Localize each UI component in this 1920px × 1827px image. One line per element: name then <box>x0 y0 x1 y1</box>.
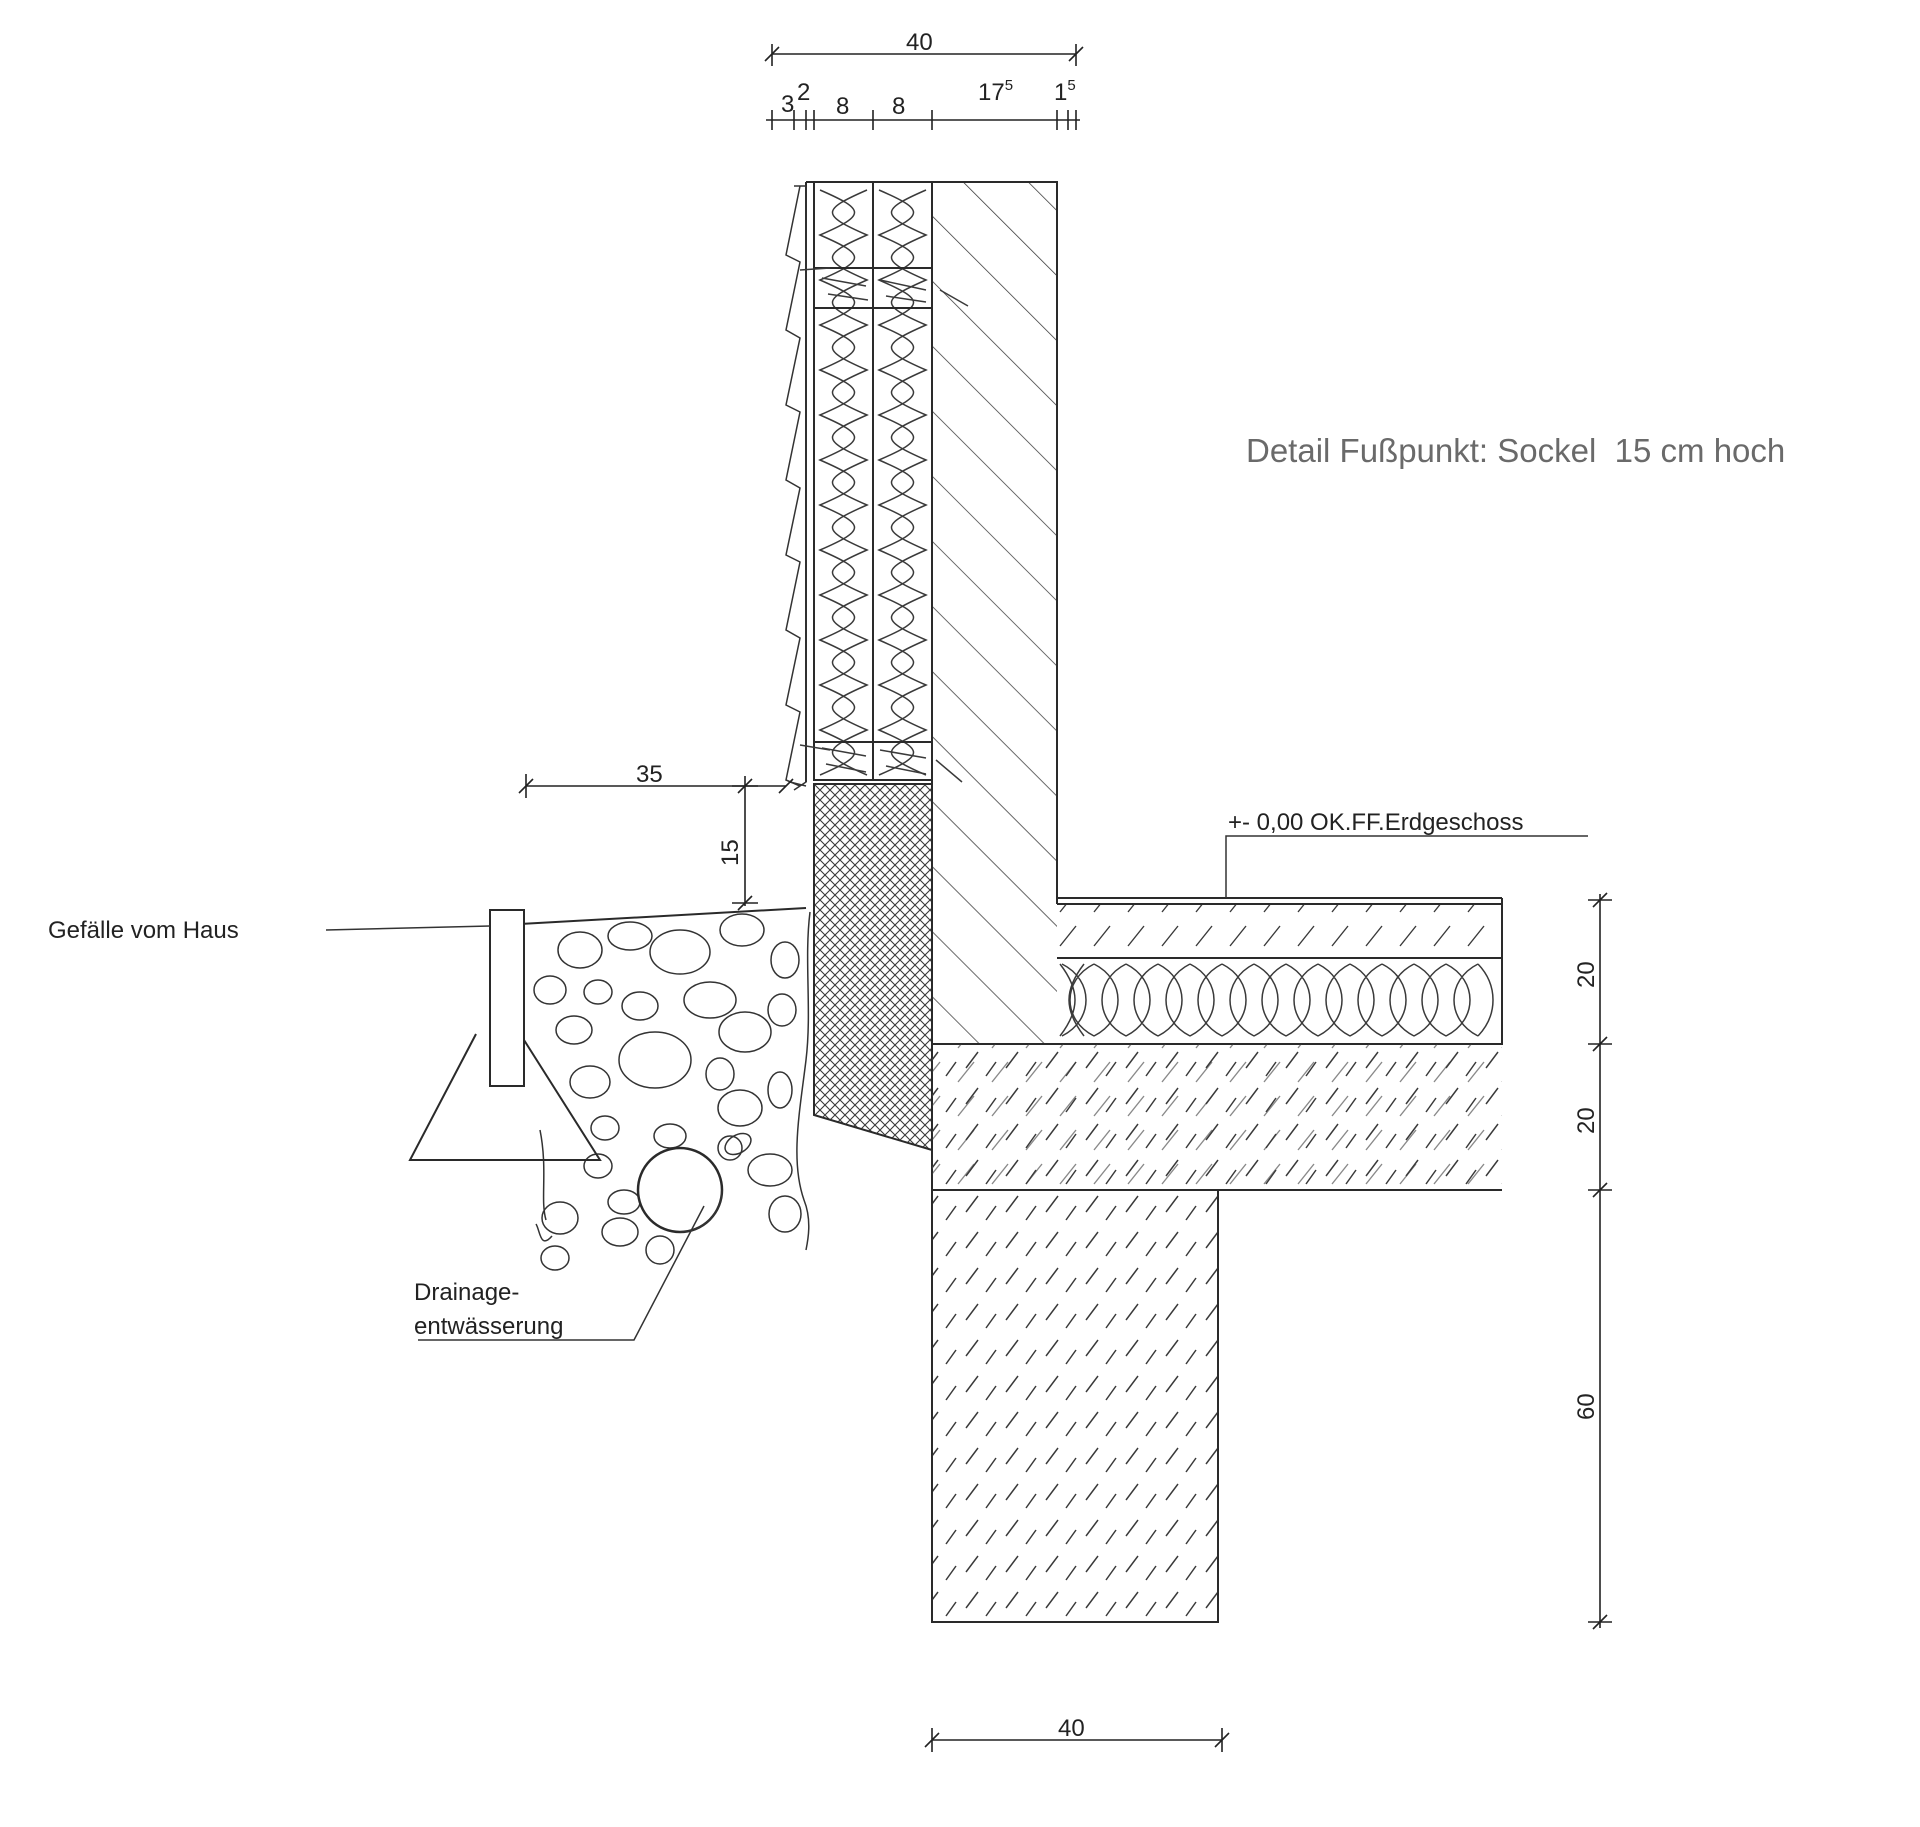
drawing-title: Detail Fußpunkt: Sockel 15 cm hoch <box>1246 432 1785 469</box>
floor-slab <box>932 1044 1502 1191</box>
drainage-annotation: Drainage- entwässerung <box>414 1205 705 1341</box>
dim-ticks <box>771 110 1077 130</box>
dim-2: 2 <box>797 79 810 106</box>
top-dimension-parts: 3 2 8 8 175 15 <box>766 77 1080 130</box>
slope-annotation: Gefälle vom Haus <box>48 917 491 944</box>
dim-60: 60 <box>1573 1393 1600 1420</box>
screed <box>1057 904 1502 958</box>
drainage-label-2: entwässerung <box>414 1313 563 1340</box>
slope-label: Gefälle vom Haus <box>48 917 239 944</box>
dim-8b: 8 <box>892 93 905 120</box>
dim-35-label: 35 <box>636 761 663 788</box>
drainage-label-1: Drainage- <box>414 1279 519 1306</box>
wall-insulation <box>813 181 969 783</box>
dim-3: 3 <box>781 91 794 118</box>
concrete-wall <box>931 181 1058 1190</box>
drainage-pipe <box>636 1132 752 1234</box>
dim-plinth-height: 15 <box>717 776 758 911</box>
plinth-insulation <box>813 783 933 1190</box>
dim-top-total-label: 40 <box>906 29 933 56</box>
strip-foundation <box>931 1189 1219 1623</box>
facade-cladding <box>785 181 831 791</box>
gravel-stones <box>533 913 802 1271</box>
dim-1-5: 15 <box>1054 77 1076 106</box>
dim-20-lower: 20 <box>1573 1107 1600 1134</box>
dim-foundation-width: 40 <box>924 1715 1230 1752</box>
dim-15-label: 15 <box>717 839 744 866</box>
level-label: +- 0,00 OK.FF.Erdgeschoss <box>1228 809 1523 836</box>
dim-20-upper: 20 <box>1573 961 1600 988</box>
top-dimension-total: 40 <box>764 29 1084 66</box>
level-annotation: +- 0,00 OK.FF.Erdgeschoss <box>1225 809 1588 898</box>
gravel-bed <box>519 907 811 1271</box>
dim-8a: 8 <box>836 93 849 120</box>
insulation-curves <box>818 189 928 776</box>
dim-bottom-40-label: 40 <box>1058 1715 1085 1742</box>
dim-right-chain: 20 20 60 <box>1573 892 1612 1630</box>
edge-kerb <box>408 909 602 1161</box>
floor-insulation <box>1059 963 1494 1037</box>
dim-17-5: 175 <box>978 77 1013 106</box>
